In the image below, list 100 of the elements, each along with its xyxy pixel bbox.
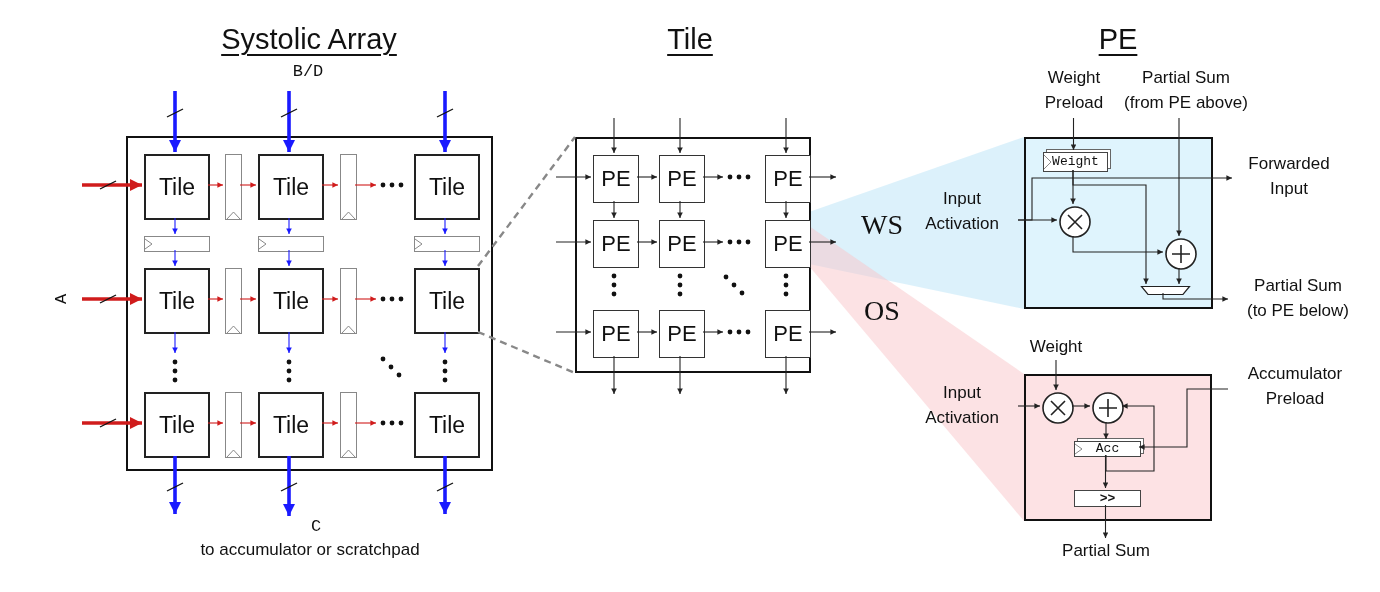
pe-box bbox=[765, 220, 811, 268]
tile-box bbox=[144, 154, 210, 220]
tile-label: Tile bbox=[272, 174, 310, 200]
arrow bbox=[82, 417, 142, 429]
tile-frame bbox=[575, 137, 811, 373]
pe-label: PE bbox=[667, 322, 697, 346]
tile-label: Tile bbox=[428, 174, 466, 200]
pipeline-register bbox=[414, 236, 480, 252]
pe-box bbox=[593, 310, 639, 358]
arrow bbox=[1017, 403, 1041, 409]
arrow bbox=[442, 331, 448, 354]
pipeline-register bbox=[225, 392, 242, 458]
arrow bbox=[286, 217, 292, 235]
pe-box bbox=[593, 220, 639, 268]
arrow bbox=[677, 355, 683, 395]
arrow bbox=[169, 91, 181, 152]
arrow bbox=[677, 200, 683, 219]
arrow bbox=[442, 249, 448, 267]
pe-label: PE bbox=[601, 167, 631, 191]
arrow bbox=[1072, 235, 1164, 255]
arrow bbox=[1017, 175, 1233, 221]
arrow bbox=[783, 355, 789, 395]
arrow bbox=[283, 456, 295, 516]
arrow bbox=[239, 420, 257, 426]
signal-name: C bbox=[309, 515, 322, 538]
pe-box bbox=[765, 155, 811, 203]
arrow bbox=[636, 329, 658, 335]
signal-label: Accumulator Preload bbox=[1246, 363, 1344, 410]
accumulator-register bbox=[1074, 441, 1141, 457]
shift-label: >> bbox=[1099, 491, 1116, 506]
arrow bbox=[702, 174, 724, 180]
tile-box bbox=[414, 392, 480, 458]
arrow bbox=[1176, 117, 1182, 237]
tile-box bbox=[258, 392, 324, 458]
signal-name: A bbox=[52, 293, 72, 305]
arrow bbox=[321, 182, 339, 188]
arrow bbox=[207, 182, 224, 188]
array-frame bbox=[126, 136, 493, 471]
arrow bbox=[439, 456, 451, 514]
arrow bbox=[82, 293, 142, 305]
signal-name: B/D bbox=[292, 63, 324, 82]
arrow bbox=[1138, 388, 1229, 450]
arrow bbox=[808, 239, 837, 245]
arrow bbox=[1103, 421, 1109, 440]
arrow bbox=[239, 296, 257, 302]
arrow bbox=[555, 174, 592, 180]
tile-box bbox=[258, 154, 324, 220]
pe-label: PE bbox=[667, 232, 697, 256]
arrow bbox=[677, 117, 683, 154]
arrow bbox=[555, 239, 592, 245]
arrow bbox=[172, 217, 178, 235]
arrow bbox=[555, 329, 592, 335]
arrow bbox=[354, 182, 377, 188]
section-heading: Systolic Array bbox=[221, 24, 397, 56]
arrow bbox=[354, 296, 377, 302]
tile-box bbox=[258, 268, 324, 334]
tile-label: Tile bbox=[428, 288, 466, 314]
arrow bbox=[321, 420, 339, 426]
pipeline-register bbox=[258, 236, 324, 252]
signal-label: Partial Sum bbox=[1062, 539, 1150, 562]
arrow bbox=[1102, 454, 1109, 489]
tile-box bbox=[144, 392, 210, 458]
pe-label: PE bbox=[601, 232, 631, 256]
shift-unit bbox=[1074, 490, 1141, 507]
register-label: Weight bbox=[1052, 155, 1099, 169]
arrow bbox=[172, 249, 178, 267]
section-heading: PE bbox=[1098, 24, 1138, 56]
arrow bbox=[1102, 504, 1109, 539]
arrow bbox=[239, 182, 257, 188]
arrow bbox=[1071, 403, 1091, 409]
tile-box bbox=[144, 268, 210, 334]
pipeline-register bbox=[225, 154, 242, 220]
arrow bbox=[207, 296, 224, 302]
pipeline-register bbox=[340, 268, 357, 334]
pipeline-register bbox=[340, 154, 357, 220]
pe-box bbox=[593, 155, 639, 203]
signal-label: Weight bbox=[1029, 335, 1083, 358]
arrow bbox=[1176, 267, 1182, 285]
dataflow-label: WS bbox=[861, 210, 903, 241]
tile-label: Tile bbox=[272, 412, 310, 438]
pe-label: PE bbox=[601, 322, 631, 346]
arrow bbox=[702, 329, 724, 335]
tile-box bbox=[414, 154, 480, 220]
multiplier-symbol bbox=[1059, 206, 1091, 238]
output-caption: to accumulator or scratchpad bbox=[200, 541, 420, 560]
arrow bbox=[442, 217, 448, 235]
signal-label: Input Activation bbox=[924, 188, 1000, 235]
tile-label: Tile bbox=[158, 288, 196, 314]
arrow bbox=[169, 456, 181, 514]
signal-label: Partial Sum (from PE above) bbox=[1123, 67, 1249, 114]
tile-label: Tile bbox=[428, 412, 466, 438]
arrow bbox=[783, 200, 789, 219]
arrow bbox=[611, 355, 617, 395]
dataflow-label: OS bbox=[864, 296, 900, 327]
arrow bbox=[1072, 169, 1149, 285]
arrow bbox=[611, 117, 617, 154]
arrow bbox=[1070, 117, 1077, 151]
pe-panel bbox=[1024, 137, 1213, 309]
signal-label: Weight Preload bbox=[1043, 67, 1105, 114]
arrow bbox=[321, 296, 339, 302]
